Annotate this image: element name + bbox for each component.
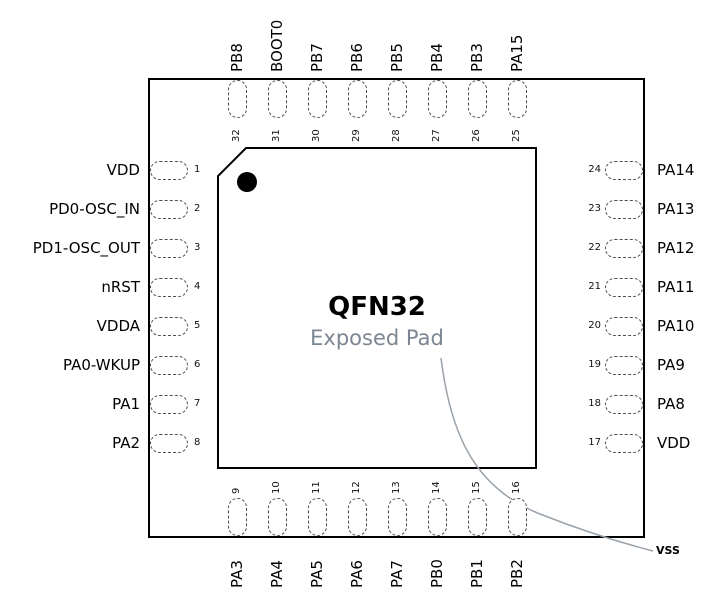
pin-label-PB4: PB4 [428,43,446,72]
pin-number-29: 29 [351,129,362,142]
pin-number-5: 5 [194,320,201,331]
pin-pad-15 [467,498,487,536]
exposed-pad-label: Exposed Pad [310,326,444,350]
pin-label-PD1-OSC_OUT: PD1-OSC_OUT [32,239,140,257]
pin-number-16: 16 [511,481,522,494]
pin-label-PA4: PA4 [268,560,286,588]
pin-label-PA7: PA7 [388,560,406,588]
pin-pad-30 [307,80,327,118]
pin-pad-18 [605,394,643,414]
pin-number-14: 14 [431,481,442,494]
pin-number-10: 10 [271,481,282,494]
pin-number-6: 6 [194,359,201,370]
exposed-pad-net-label: VSS [656,544,680,557]
pin-label-PB3: PB3 [468,43,486,72]
pin-pad-24 [605,160,643,180]
pin-pad-11 [307,498,327,536]
package-title: QFN32 [328,292,426,322]
pin-label-PB7: PB7 [308,43,326,72]
pin-number-27: 27 [431,129,442,142]
pin-number-32: 32 [231,129,242,142]
pin-pad-12 [347,498,367,536]
pin-label-PB0: PB0 [428,559,446,588]
pin-label-BOOT0: BOOT0 [268,19,286,72]
pin-number-9: 9 [231,487,242,494]
pin-label-PA10: PA10 [657,317,695,335]
pin-label-PA6: PA6 [348,560,366,588]
pin-label-PB5: PB5 [388,43,406,72]
pin-pad-29 [347,80,367,118]
pin-pad-23 [605,199,643,219]
pin-number-28: 28 [391,129,402,142]
pin-label-PB8: PB8 [228,43,246,72]
pin-label-PA14: PA14 [657,161,695,179]
pin-label-PA12: PA12 [657,239,695,257]
pin-pad-10 [267,498,287,536]
pin-pad-7 [150,394,188,414]
pin-number-4: 4 [194,281,201,292]
pin-label-PD0-OSC_IN: PD0-OSC_IN [49,200,140,218]
pin-label-PA15: PA15 [508,34,526,72]
pin-number-11: 11 [311,481,322,494]
pin-pad-25 [507,80,527,118]
pin-label-PA2: PA2 [112,434,140,452]
pin-pad-9 [227,498,247,536]
pin-pad-17 [605,433,643,453]
pin-pad-31 [267,80,287,118]
pin-number-26: 26 [471,129,482,142]
pin-pad-8 [150,433,188,453]
pin-pad-2 [150,199,188,219]
pin-label-PA11: PA11 [657,278,695,296]
pin-pad-14 [427,498,447,536]
pin-label-nRST: nRST [101,278,140,296]
pin-pad-21 [605,277,643,297]
pin-label-PB2: PB2 [508,559,526,588]
pin-pad-5 [150,316,188,336]
pin-label-PA1: PA1 [112,395,140,413]
pin-label-PA3: PA3 [228,560,246,588]
pin-number-24: 24 [588,164,601,175]
pin-pad-19 [605,355,643,375]
pin-label-PA5: PA5 [308,560,326,588]
pin-number-7: 7 [194,398,201,409]
pin-number-21: 21 [588,281,601,292]
pin-pad-1 [150,160,188,180]
pin-number-2: 2 [194,203,201,214]
pin-number-3: 3 [194,242,201,253]
pin-number-22: 22 [588,242,601,253]
pin-pad-3 [150,238,188,258]
pin-pad-13 [387,498,407,536]
pin-pad-4 [150,277,188,297]
pin-number-8: 8 [194,437,201,448]
pin-number-18: 18 [588,398,601,409]
pin-number-15: 15 [471,481,482,494]
pin-label-PA9: PA9 [657,356,685,374]
pin-number-13: 13 [391,481,402,494]
pin-pad-6 [150,355,188,375]
pin-pad-26 [467,80,487,118]
pin-label-PA0-WKUP: PA0-WKUP [63,356,140,374]
pin-number-20: 20 [588,320,601,331]
pin-pad-32 [227,80,247,118]
pin-pad-22 [605,238,643,258]
pin-pad-20 [605,316,643,336]
pin-label-PA8: PA8 [657,395,685,413]
pin-number-25: 25 [511,129,522,142]
pin-label-PA13: PA13 [657,200,695,218]
pin-number-30: 30 [311,129,322,142]
pin-pad-28 [387,80,407,118]
pin-label-VDD: VDD [657,434,691,452]
pin-label-PB1: PB1 [468,559,486,588]
pin-number-31: 31 [271,129,282,142]
pin-label-PB6: PB6 [348,43,366,72]
pin-label-VDDA: VDDA [96,317,140,335]
pin-number-19: 19 [588,359,601,370]
pin-number-12: 12 [351,481,362,494]
pin-pad-27 [427,80,447,118]
pin-pad-16 [507,498,527,536]
pin-number-23: 23 [588,203,601,214]
pin-number-1: 1 [194,164,201,175]
pin-label-VDD: VDD [106,161,140,179]
pin-number-17: 17 [588,437,601,448]
